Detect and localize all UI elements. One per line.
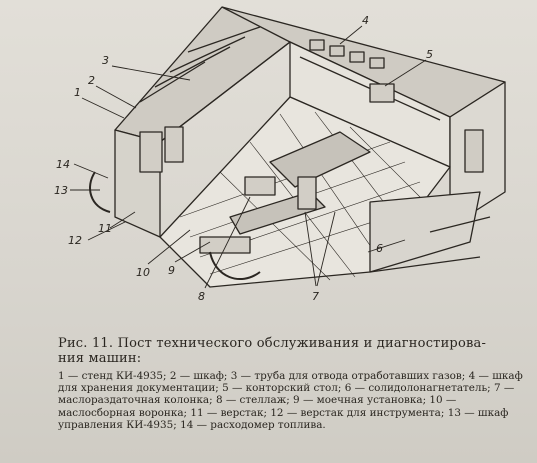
callout-6: 6 [376,242,383,255]
legend-item: 4 — шкаф для хранения документации; [58,370,523,395]
legend-item: 10 — маслосборная воронка; [58,394,457,419]
legend-item: 7 — маслораздаточная колонка; [58,382,515,407]
legend-item: 2 — шкаф; [169,370,228,382]
workshop-cutaway-drawing: 1 2 3 4 5 6 7 8 9 10 11 12 13 14 [54,6,506,303]
callout-13: 13 [54,184,68,197]
callout-9: 9 [168,264,175,277]
legend-item: 6 — солидолонагнетатель; [344,382,491,395]
legend-item: 3 — труба для отвода отработавших газов; [230,370,466,382]
figure-legend: 1 — стенд КИ-4935; 2 — шкаф; 3 — труба д… [58,370,530,431]
legend-item: 9 — моечная установка; [293,394,427,407]
callout-7: 7 [312,290,319,303]
caption-label: Рис. 11. [58,336,114,351]
legend-item: 12 — верстак для инструмента; [270,406,445,419]
legend-item: 11 — верстак; [190,406,267,419]
legend-item: 5 — конторский стол; [222,382,342,395]
callout-2: 2 [88,74,95,87]
callout-5: 5 [426,48,433,61]
legend-item: 8 — стеллаж; [215,394,290,407]
callout-8: 8 [198,290,205,303]
callout-12: 12 [68,234,82,247]
callout-14: 14 [56,158,70,171]
callout-1: 1 [74,86,81,99]
workshop-illustration: 1 2 3 4 5 6 7 8 9 10 11 12 13 14 [40,2,530,332]
callout-4: 4 [362,14,369,27]
callout-11: 11 [98,222,112,235]
caption-title-line1: Пост технического обслуживания и диагнос… [117,336,487,351]
callout-3: 3 [102,54,109,67]
callout-10: 10 [136,266,150,279]
legend-item: 13 — шкаф управления КИ-4935; [58,406,509,431]
figure-caption: Рис. 11. Пост технического обслуживания … [58,336,528,366]
legend-item: 1 — стенд КИ-4935; [58,370,167,382]
caption-title-line2: ния машин: [58,351,142,366]
legend-item: 14 — расходомер топлива. [180,418,326,431]
